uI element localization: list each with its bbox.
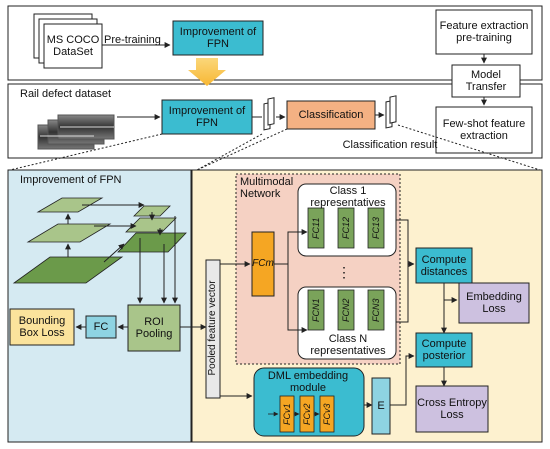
pretraining-label: Pre-training: [104, 34, 161, 46]
cross-entropy-loss-label: Cross Entropy Loss: [417, 397, 487, 421]
e-label: E: [377, 400, 385, 412]
bbox-loss-box: [9, 308, 75, 346]
embedding-loss-box: [458, 282, 530, 324]
left-fc-label: FC: [93, 321, 109, 333]
bbox-loss-label: Bounding Box Loss: [18, 315, 66, 339]
roi-pooling-label: ROI Pooling: [135, 316, 173, 340]
classN-fc-bars: [307, 289, 385, 331]
feature-map-icon-2: [385, 95, 397, 129]
model-transfer-box: [451, 64, 521, 98]
dml-label: DML embedding module: [267, 370, 349, 394]
compute-posterior-box: [415, 332, 473, 368]
few-shot-label: Few-shot feature extraction: [442, 118, 526, 142]
multimodal-network-label: Multimodal Network: [240, 176, 294, 200]
compute-distances-label: Compute distances: [420, 253, 468, 278]
few-shot-box: [435, 106, 533, 154]
fcv3-label: FCv3: [322, 403, 332, 425]
class1-fc-bars: [307, 207, 385, 249]
rail-defect-dataset-label: Rail defect dataset: [20, 88, 112, 100]
middle-frame: [7, 83, 543, 159]
fcv1-label: FCv1: [282, 403, 292, 425]
middle-improvement-label: Improvement of FPN: [168, 105, 246, 129]
top-frame: [7, 5, 543, 81]
fcn1-label: FCN1: [311, 298, 321, 322]
classification-result-label: Classification result: [342, 139, 438, 151]
fc11-label: FC11: [311, 217, 321, 239]
class-ellipsis: ⋮: [337, 264, 351, 280]
compute-posterior-label: Compute posterior: [421, 338, 467, 362]
e-box: [371, 377, 391, 435]
fc12-label: FC12: [341, 217, 351, 240]
top-improvement-box: [172, 20, 264, 56]
ms-coco-dataset-label: MS COCO DataSet: [46, 34, 100, 58]
fcv2-label: FCv2: [302, 403, 312, 425]
feature-extraction-pretraining-box: [435, 9, 533, 55]
fcn3-label: FCN3: [371, 298, 381, 322]
fc-m-label: FCm: [252, 258, 274, 269]
classification-label: Classification: [298, 109, 364, 121]
compute-distances-box: [415, 247, 473, 284]
rail-images: [37, 114, 115, 150]
feature-extraction-pretraining-label: Feature extraction pre-training: [439, 20, 529, 44]
fpn-planes: [12, 197, 187, 284]
pooled-feature-vector-box: [205, 259, 221, 399]
roi-pooling-box: [127, 304, 181, 352]
model-transfer-label: Model Transfer: [465, 69, 507, 93]
fcn2-label: FCN2: [341, 298, 351, 322]
top-improvement-label: Improvement of FPN: [179, 26, 257, 50]
classN-label: Class N representatives: [310, 333, 386, 357]
pooled-feature-vector-label: Pooled feature vector: [207, 280, 218, 376]
left-panel-title: Improvement of FPN: [20, 174, 122, 186]
middle-improvement-box: [161, 99, 253, 135]
dml-fc-bars: [279, 395, 335, 433]
feature-map-icon-1: [263, 97, 275, 131]
cross-entropy-loss-box: [415, 385, 489, 433]
class1-label: Class 1 representatives: [310, 185, 386, 209]
fc13-label: FC13: [371, 217, 381, 240]
ms-coco-dataset-stack: [33, 13, 103, 69]
embedding-loss-label: Embedding Loss: [466, 291, 522, 315]
transfer-down-arrow: [188, 58, 226, 86]
